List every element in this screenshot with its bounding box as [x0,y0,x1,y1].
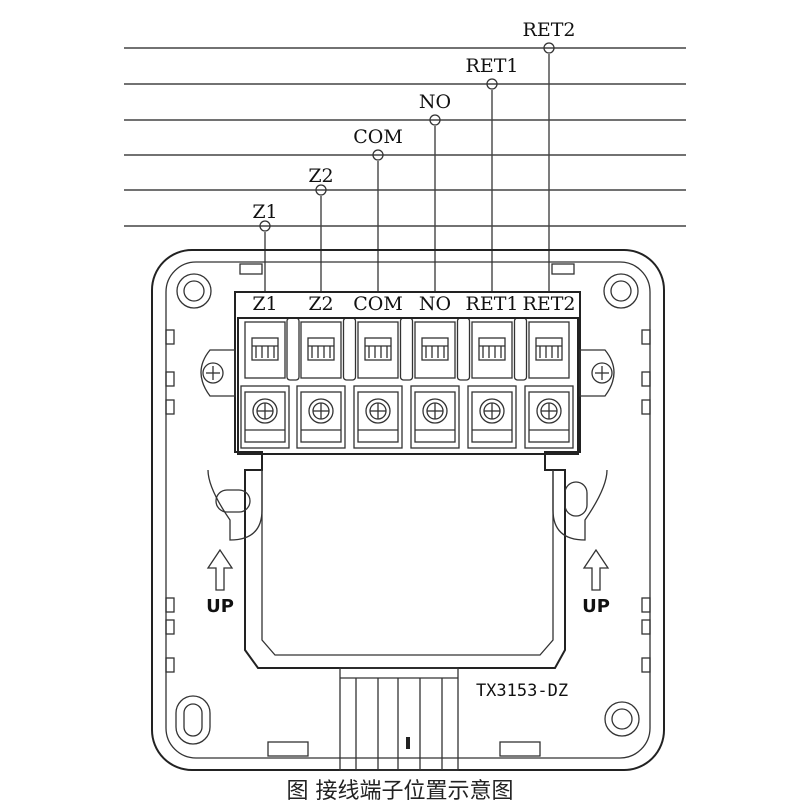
terminal-no [399,317,460,449]
ear-left [200,349,236,397]
up-label-right: UP [582,596,610,617]
ear-right [579,349,615,397]
terminal-com [342,317,403,449]
ring-terminal-ret1 [486,78,498,90]
cable-window [261,470,554,656]
terminal-z2 [286,317,346,449]
housing-outer [151,249,665,771]
ring-terminal-no [429,114,441,126]
left-mount: UP [206,469,263,617]
figure-caption: 图 接线端子位置示意图 [287,779,514,800]
wire-label-z2: Z2 [308,165,333,187]
mount-slot-left [215,489,251,513]
side-notches-left [165,329,175,673]
screw-icon [365,398,391,424]
bottom-connector [339,667,459,771]
model-label: TX3153-DZ [476,681,568,701]
wire-leads: Z1 Z2 COM NO RET1 RET2 [252,19,575,292]
corner-hole-top-left [176,273,212,309]
terminal-labels: Z1 Z2 COM NO RET1 RET2 [252,293,575,315]
terminal-label-com: COM [353,293,403,315]
terminal-label-no: NO [419,293,451,315]
plate-outline [234,291,581,669]
corner-hole-top-right [603,273,639,309]
screw-icon [422,398,448,424]
ear-screw-right [591,362,613,384]
wire-label-no: NO [419,91,451,113]
screw-icon [479,398,505,424]
up-arrow-right-icon [582,548,610,591]
terminal-label-ret1: RET1 [466,293,519,315]
ear-screw-left [202,362,224,384]
top-tab-left [239,263,263,275]
wire-label-ret2: RET2 [523,19,576,41]
bottom-slot-left [267,741,309,757]
terminal-block [237,317,579,455]
terminal-ret2 [513,317,574,449]
up-arrow-left-icon [206,548,234,591]
ring-terminal-z2 [315,184,327,196]
device-housing [151,249,665,771]
side-ears [200,349,615,397]
terminal-z1 [240,321,290,449]
corner-hole-bottom-right [604,701,640,737]
mounting-plate [234,291,581,669]
wire-label-com: COM [353,126,403,148]
right-mount: UP [552,469,610,617]
wire-label-z1: Z1 [252,201,277,223]
mount-slot-right [564,481,588,517]
ring-terminal-com [372,149,384,161]
top-tab-right [551,263,575,275]
screw-icon [252,398,278,424]
wire-label-ret1: RET1 [466,55,519,77]
connector-body [339,667,459,771]
terminal-ret1 [456,317,517,449]
terminal-block-frame [237,317,579,455]
terminal-label-z2: Z2 [308,293,333,315]
cable-lines [124,47,686,227]
side-notches-right [641,329,651,673]
up-label-left: UP [206,596,234,617]
ring-terminal-ret2 [543,42,555,54]
housing-inner-rim [165,261,651,759]
terminal-label-ret2: RET2 [523,293,576,315]
ring-terminal-z1 [259,220,271,232]
screw-icon [536,398,562,424]
corner-hole-bottom-left [175,695,211,745]
screw-icon [308,398,334,424]
bottom-slot-right [499,741,541,757]
terminal-label-z1: Z1 [252,293,277,315]
